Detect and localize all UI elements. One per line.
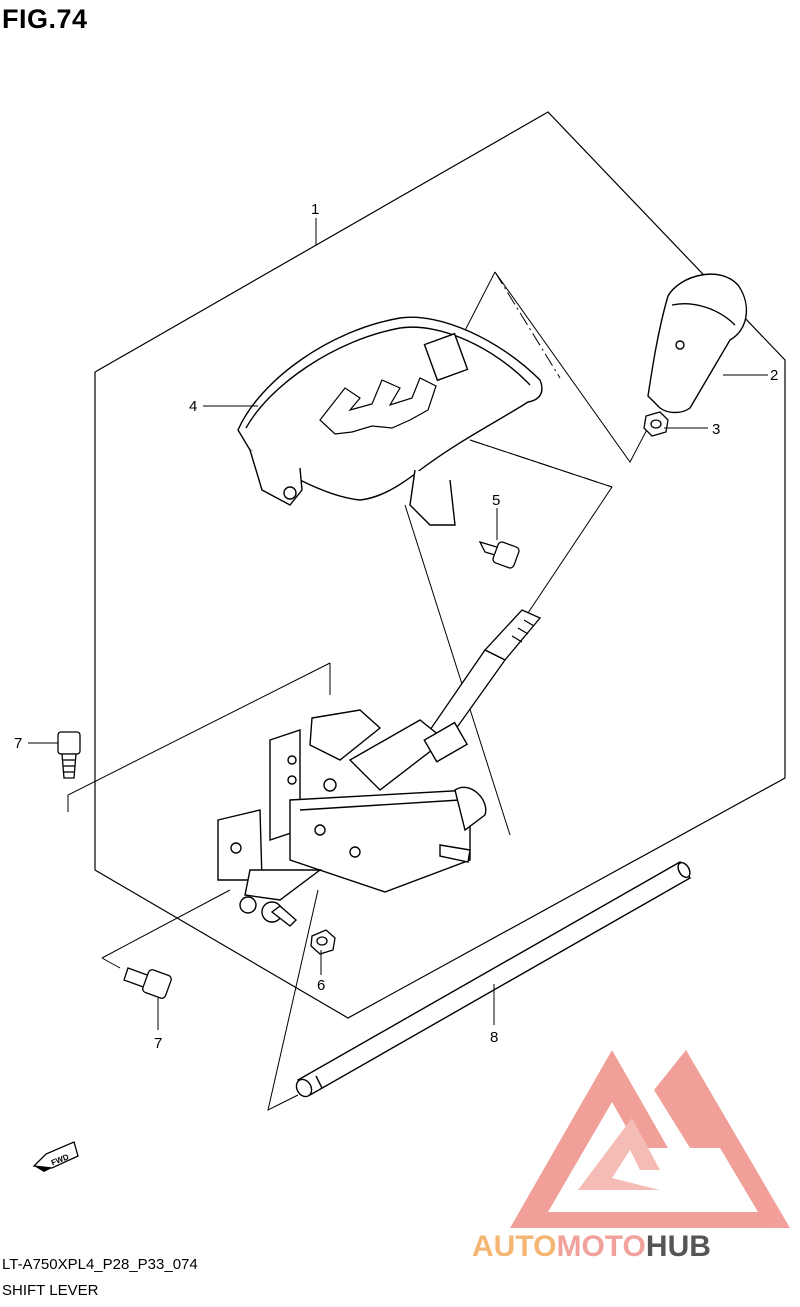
leader-lines (28, 218, 768, 1030)
callout-2: 2 (770, 367, 778, 384)
callout-4: 4 (189, 398, 197, 415)
callout-7-lower: 7 (154, 1035, 162, 1052)
watermark-logo-icon (510, 1050, 790, 1228)
figure-code: LT-A750XPL4_P28_P33_074 (2, 1256, 198, 1273)
shift-lever-rod (429, 609, 542, 741)
knob-nut (643, 411, 669, 437)
callout-1: 1 (311, 201, 319, 218)
mounting-bolt-lower (123, 967, 172, 999)
callout-6: 6 (317, 977, 325, 994)
watermark-auto: AUTO (472, 1230, 556, 1263)
assembly-outline (94, 111, 786, 1019)
shift-shaft (295, 861, 691, 1098)
shift-gate-cover (237, 316, 543, 526)
watermark-text: AUTOMOTOHUB (472, 1230, 711, 1263)
fwd-arrow-icon: FWD (32, 1141, 79, 1172)
callouts: 1 2 3 4 5 6 7 7 8 (14, 201, 778, 1052)
shift-bracket (217, 709, 487, 927)
callout-3: 3 (712, 421, 720, 438)
shift-knob (647, 273, 748, 414)
pivot-bolt (478, 540, 520, 569)
callout-5: 5 (492, 492, 500, 509)
watermark-hub: HUB (646, 1230, 711, 1263)
figure-title: FIG.74 (2, 4, 88, 34)
mounting-bolt-upper (57, 731, 81, 779)
figure-name: SHIFT LEVER (2, 1282, 99, 1299)
bracket-nut (310, 929, 336, 955)
watermark-moto: MOTO (556, 1230, 645, 1263)
callout-8: 8 (490, 1029, 498, 1046)
callout-7-upper: 7 (14, 735, 22, 752)
guide-lines (67, 271, 653, 1111)
